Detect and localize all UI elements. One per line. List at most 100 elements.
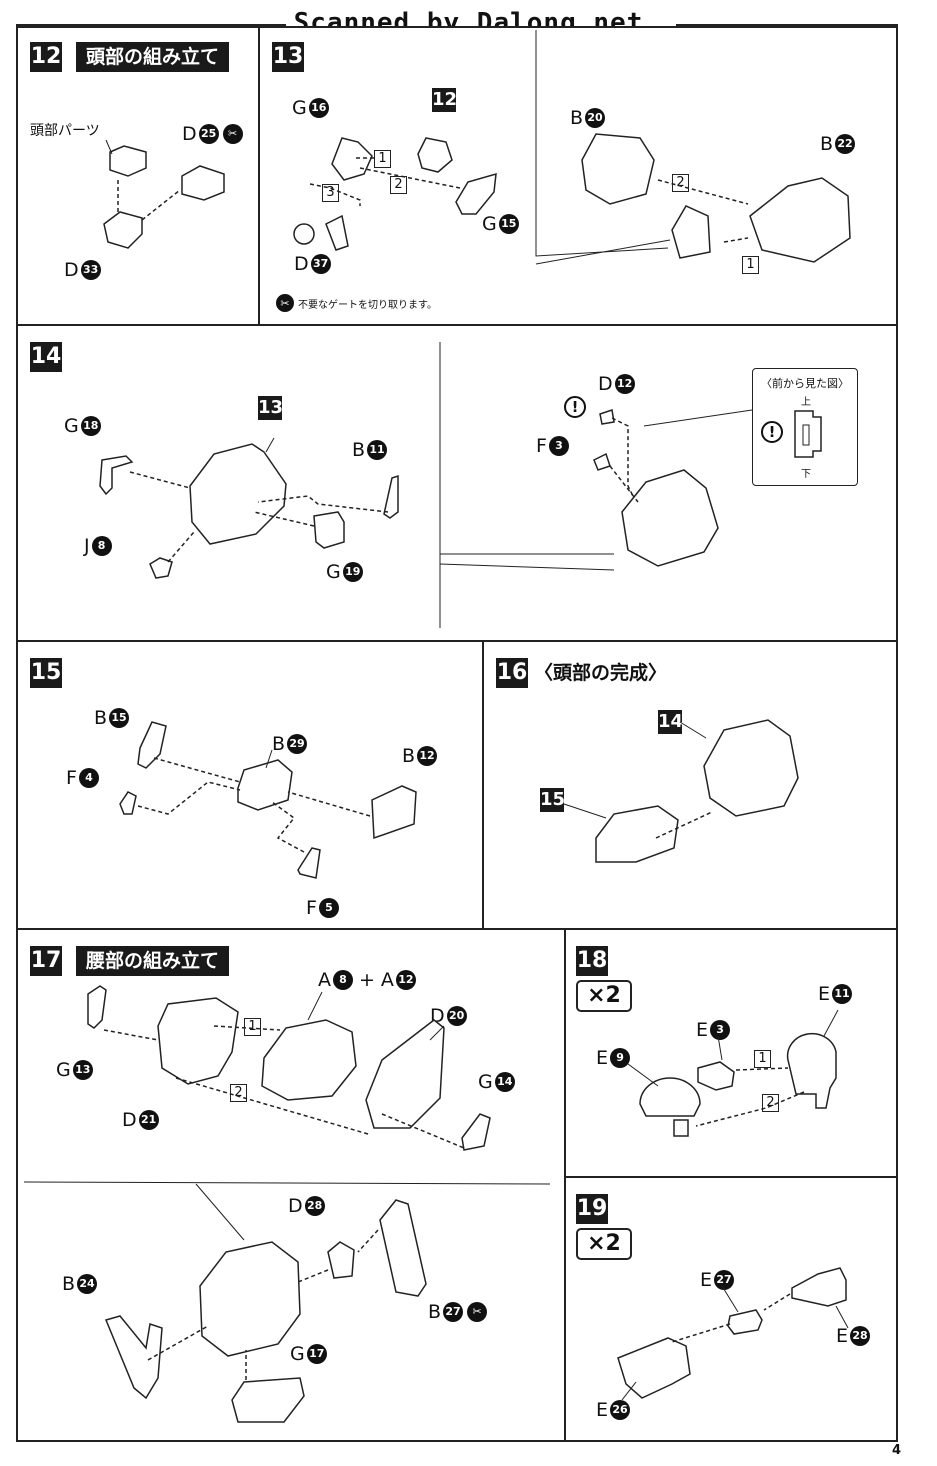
part-label-g18: G 18 — [64, 416, 101, 436]
part-letter: G — [56, 1059, 71, 1081]
part-letter: D — [294, 253, 309, 275]
gate-note: ✂ 不要なゲートを切り取ります。 — [276, 294, 437, 312]
step-14-panel: 14 G 18 13 B 11 J 8 G 19 D 12 F 3 ! 〈前から… — [16, 324, 898, 642]
part-number: 25 — [198, 124, 219, 144]
step-title: 頭部の組み立て — [76, 42, 230, 72]
order-marker-2: 2 — [230, 1084, 247, 1102]
part-letter: B — [428, 1301, 442, 1323]
part-letter: B — [570, 107, 584, 129]
step-number: 16 — [496, 658, 528, 688]
part-letter: D — [122, 1109, 137, 1131]
part-number: 28 — [850, 1326, 871, 1346]
callout-bottom-label: 下 — [801, 469, 811, 480]
part-number: 16 — [308, 98, 329, 118]
step-19-panel: 19 ×2 E 27 E 28 E 26 — [564, 1176, 898, 1442]
part-number: 13 — [72, 1060, 93, 1080]
part-number: 18 — [80, 416, 101, 436]
part-label-g15: G 15 — [482, 214, 519, 234]
part-letter: E — [700, 1269, 713, 1291]
part-number: 27 — [714, 1270, 735, 1290]
order-marker-1: 1 — [374, 150, 391, 168]
ref-step-badge: 12 — [432, 88, 458, 112]
part-number: 24 — [77, 1274, 98, 1294]
part-label-e9: E 9 — [596, 1048, 631, 1068]
part-label-b15: B 15 — [94, 707, 130, 729]
part-letter: D — [64, 259, 79, 281]
step-number: 14 — [30, 342, 62, 372]
order-marker-1: 1 — [244, 1018, 261, 1036]
part-label-e28: E 28 — [836, 1325, 871, 1347]
part-number: 33 — [80, 260, 101, 280]
step-18-illustration — [627, 1009, 839, 1137]
part-number: 8 — [91, 536, 112, 556]
part-label-b12: B 12 — [402, 745, 438, 767]
part-letter: G — [290, 1343, 305, 1365]
part-letter: B — [272, 733, 286, 755]
step-13-illustration — [293, 30, 851, 265]
part-letter: B — [820, 133, 834, 155]
order-marker-2: 2 — [762, 1094, 779, 1112]
part-label-f5: F 5 — [306, 898, 339, 918]
part-label-d28: D 28 — [288, 1196, 325, 1216]
step-number: 13 — [272, 42, 304, 72]
part-label-g17: G 17 — [290, 1344, 327, 1364]
part-letter: G — [478, 1071, 493, 1093]
step-18-panel: 18 ×2 E 11 E 3 E 9 1 2 — [564, 928, 898, 1178]
part-label-g14: G 14 — [478, 1072, 515, 1092]
gate-note-text: 不要なゲートを切り取ります。 — [298, 299, 437, 311]
part-number: 28 — [304, 1196, 325, 1216]
order-marker-2: 2 — [390, 176, 407, 194]
step-12-panel: 12 頭部の組み立て 頭部パーツ D 25 ✂ D 33 — [16, 26, 260, 326]
step-15-panel: 15 B 15 B 29 B 12 F 4 F 5 — [16, 640, 484, 930]
part-label-a8-a12: A 8 + A 12 — [318, 970, 416, 990]
part-label-f3: F 3 — [536, 436, 569, 456]
order-marker-3: 3 — [322, 184, 339, 202]
part-number: 11 — [832, 984, 853, 1004]
part-letter: B — [62, 1273, 76, 1295]
part-number: 21 — [138, 1110, 159, 1130]
part-number: 19 — [342, 562, 363, 582]
multiplier-badge: ×2 — [576, 1228, 632, 1260]
part-number: 3 — [548, 436, 569, 456]
part-label-e26: E 26 — [596, 1400, 631, 1420]
gate-cut-icon: ✂ — [467, 1302, 488, 1322]
part-letter: F — [536, 435, 547, 457]
part-letter: B — [352, 439, 366, 461]
step-16-illustration — [563, 719, 799, 863]
part-number: 22 — [835, 134, 856, 154]
part-label-e11: E 11 — [818, 984, 853, 1004]
step-13-panel: 13 G 16 12 G 15 D 37 B 20 B 22 1 2 3 2 1… — [258, 26, 898, 326]
part-number: 12 — [614, 374, 635, 394]
part-letter: F — [66, 767, 77, 789]
part-number: 14 — [494, 1072, 515, 1092]
part-label-d25: D 25 ✂ — [182, 124, 243, 144]
step-number: 12 — [30, 42, 62, 72]
multiplier-badge: ×2 — [576, 980, 632, 1012]
part-number: 9 — [610, 1048, 631, 1068]
header-rule-left — [16, 24, 286, 26]
part-letter: B — [94, 707, 108, 729]
part-number: 12 — [417, 746, 438, 766]
part-number: 12 — [395, 970, 416, 990]
part-letter: B — [402, 745, 416, 767]
step-12-illustration — [103, 139, 225, 249]
step-16-panel: 16 〈頭部の完成〉 14 15 — [482, 640, 898, 930]
part-label-b20: B 20 — [570, 107, 606, 129]
step-15-illustration — [119, 721, 417, 879]
part-letter: G — [292, 97, 307, 119]
part-label-g19: G 19 — [326, 562, 363, 582]
part-number: 5 — [318, 898, 339, 918]
part-number: 37 — [310, 254, 331, 274]
part-number: 3 — [710, 1020, 731, 1040]
part-letter: E — [836, 1325, 849, 1347]
callout-top-label: 上 — [801, 397, 811, 408]
part-label-g13: G 13 — [56, 1060, 93, 1080]
part-letter: A — [380, 969, 394, 991]
callout-title: 〈前から見た図〉 — [761, 377, 849, 390]
part-label-b11: B 11 — [352, 439, 388, 461]
part-letter: A — [318, 969, 331, 991]
part-label-d37: D 37 — [294, 254, 331, 274]
step-17-illustration — [23, 985, 551, 1423]
order-marker-1: 1 — [754, 1050, 771, 1068]
part-number: 4 — [78, 768, 99, 788]
